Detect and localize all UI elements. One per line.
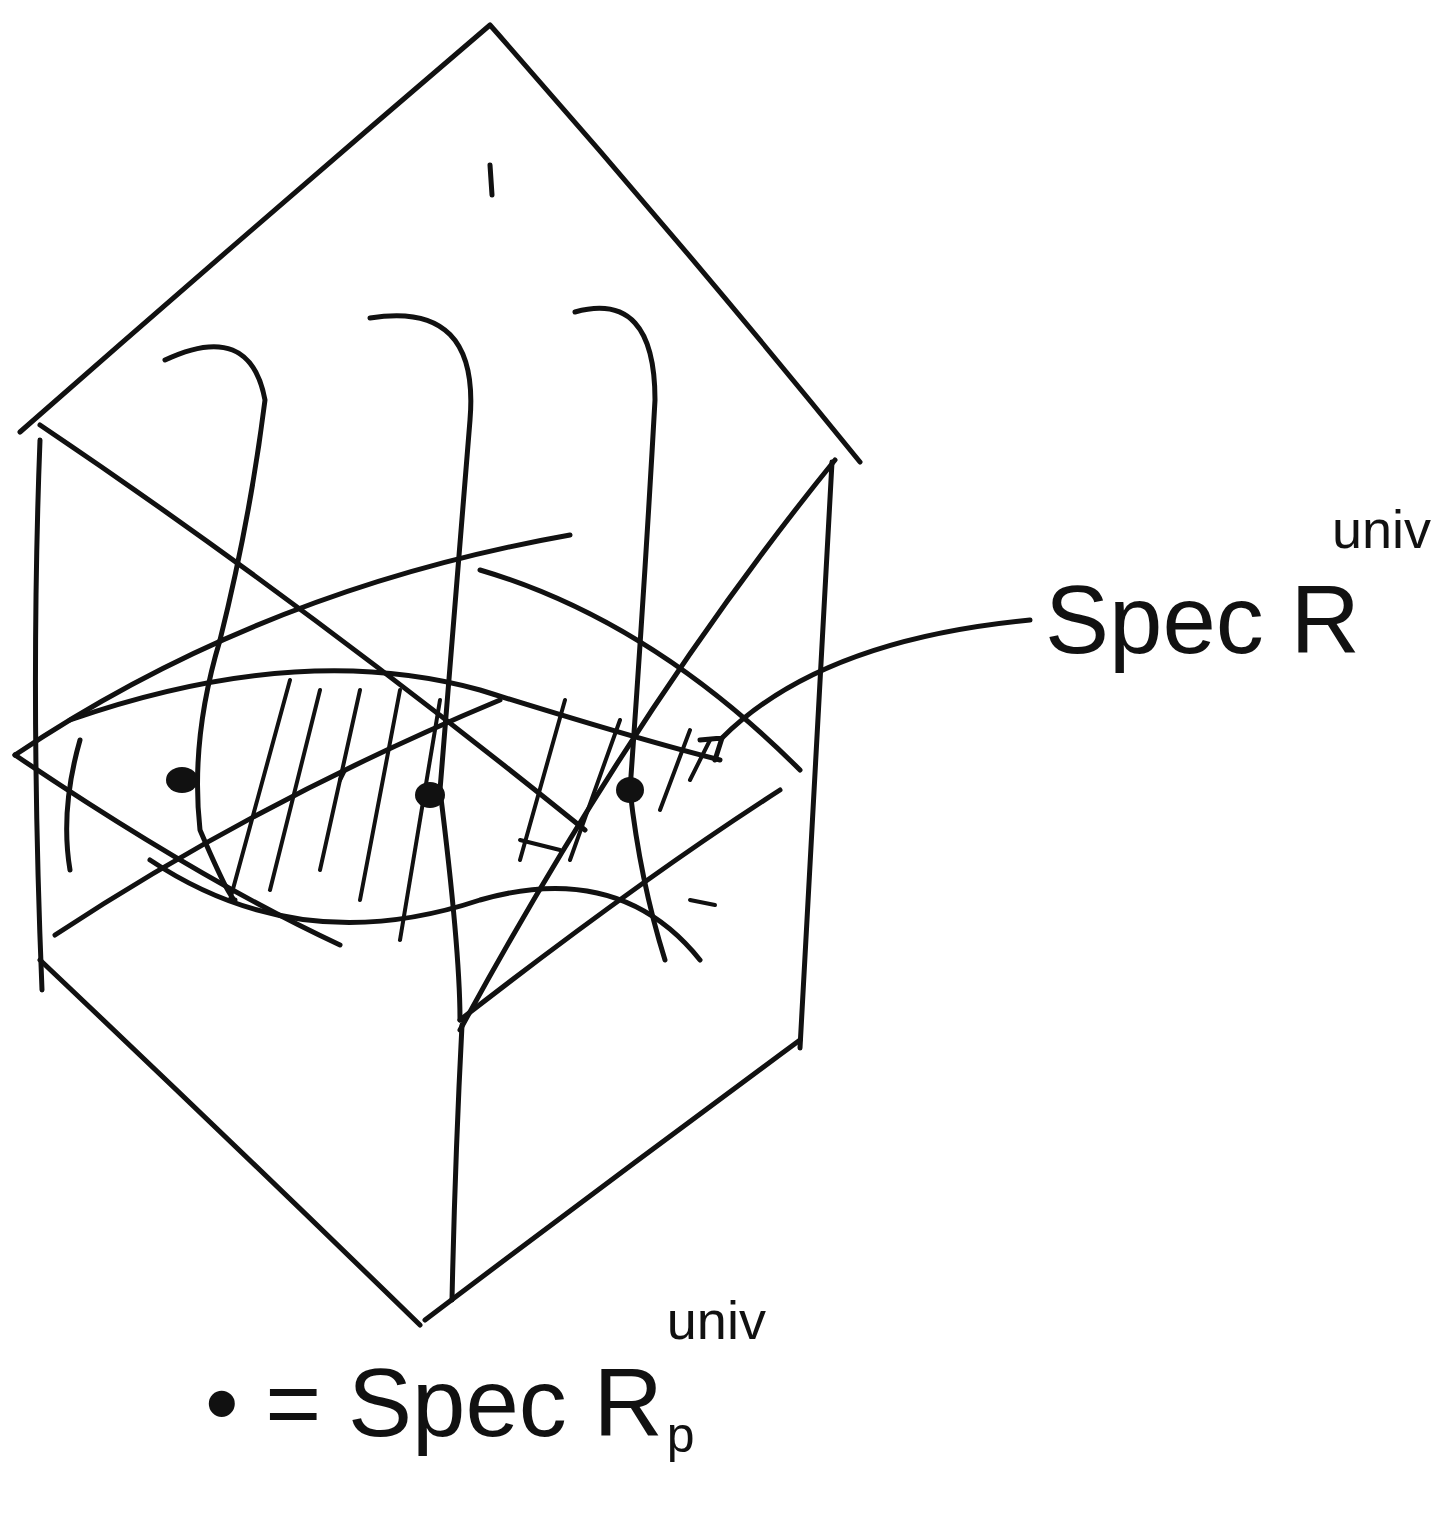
fibre-curve <box>370 316 471 1020</box>
fibre-curve <box>575 308 665 960</box>
box-lid <box>20 25 860 462</box>
hatching <box>230 680 715 940</box>
surface <box>67 740 80 870</box>
region-label: Spec R <box>1045 572 1360 668</box>
slice <box>460 790 780 1020</box>
leader-line <box>722 620 1030 738</box>
box-edge <box>40 960 420 1325</box>
box-edge <box>35 440 42 990</box>
box-edge <box>800 462 832 1048</box>
legend-label: • = Spec R <box>205 1355 663 1451</box>
box-edge <box>40 425 585 830</box>
stray-mark <box>490 165 492 195</box>
leader-line <box>700 738 722 760</box>
subscript: p <box>667 1410 695 1460</box>
box-edge <box>425 1040 800 1320</box>
superscript: univ <box>1332 502 1431 556</box>
fibre-curve <box>165 347 265 900</box>
surface <box>150 860 700 960</box>
point <box>166 767 644 808</box>
box-edge <box>452 1025 462 1300</box>
slice <box>15 535 570 755</box>
superscript: univ <box>667 1293 766 1347</box>
